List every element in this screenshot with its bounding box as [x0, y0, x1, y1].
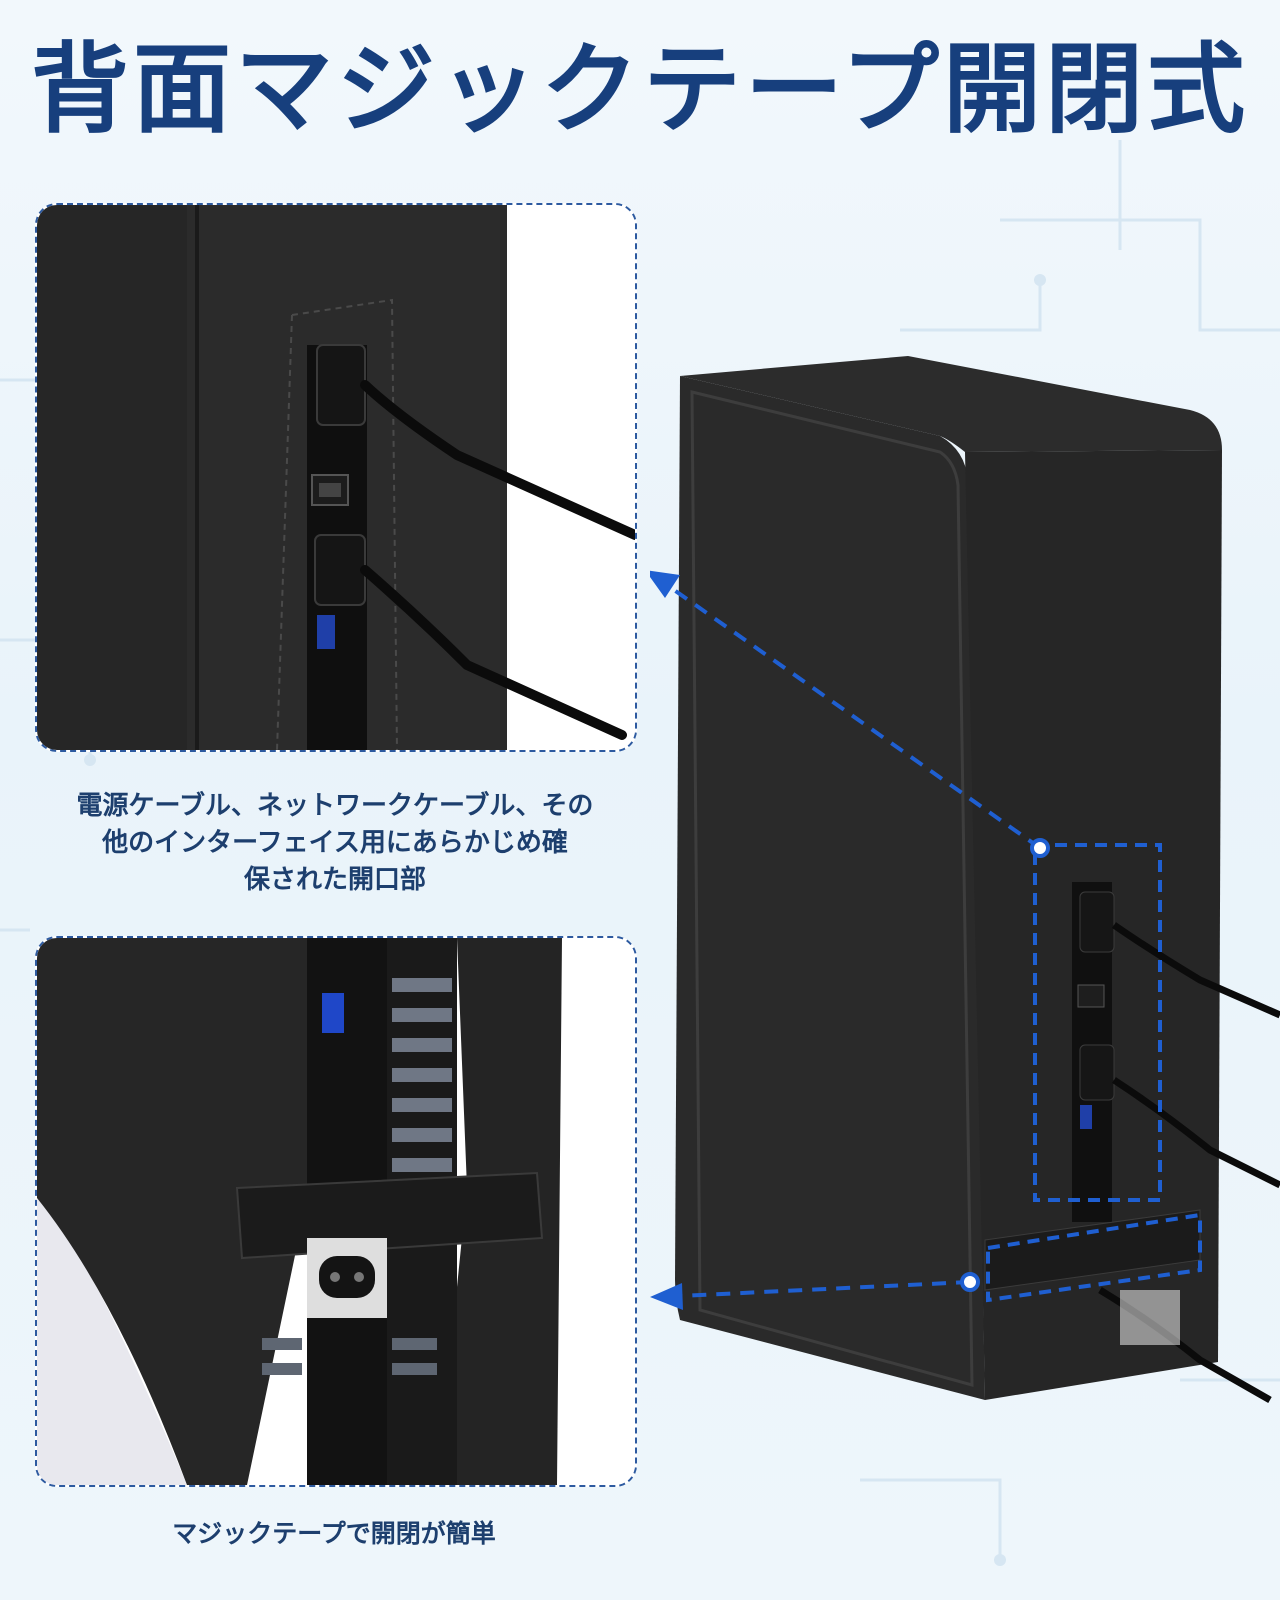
console-cover-product-image: [650, 356, 1280, 1404]
velcro-caption: マジックテープで開閉が簡単: [172, 1519, 496, 1548]
ports-caption-line-3: 保された開口部: [243, 865, 426, 895]
ports-closeup-panel: [35, 203, 637, 752]
ports-closeup-image: [37, 205, 635, 750]
ports-callout: [658, 578, 1162, 1202]
ports-caption: 電源ケーブル、ネットワークケーブル、その 他のインターフェイス用にあらかじめ確 …: [30, 788, 640, 899]
usb-port-icon: [322, 993, 344, 1033]
velcro-callout: [679, 1212, 1202, 1303]
usb-port-icon: [317, 615, 335, 649]
ports-caption-line-1: 電源ケーブル、ネットワークケーブル、その: [76, 791, 594, 821]
velcro-closeup-panel: [35, 936, 637, 1487]
arrow-left-icon: [650, 1283, 683, 1310]
headline: 背面マジックテープ開閉式: [30, 33, 1250, 147]
ethernet-port-icon: [311, 474, 349, 506]
arrow-left-icon: [650, 570, 680, 598]
velcro-closeup-image: [37, 938, 635, 1485]
ports-caption-line-2: 他のインターフェイス用にあらかじめ確: [102, 828, 568, 858]
power-socket-icon: [307, 1238, 387, 1318]
